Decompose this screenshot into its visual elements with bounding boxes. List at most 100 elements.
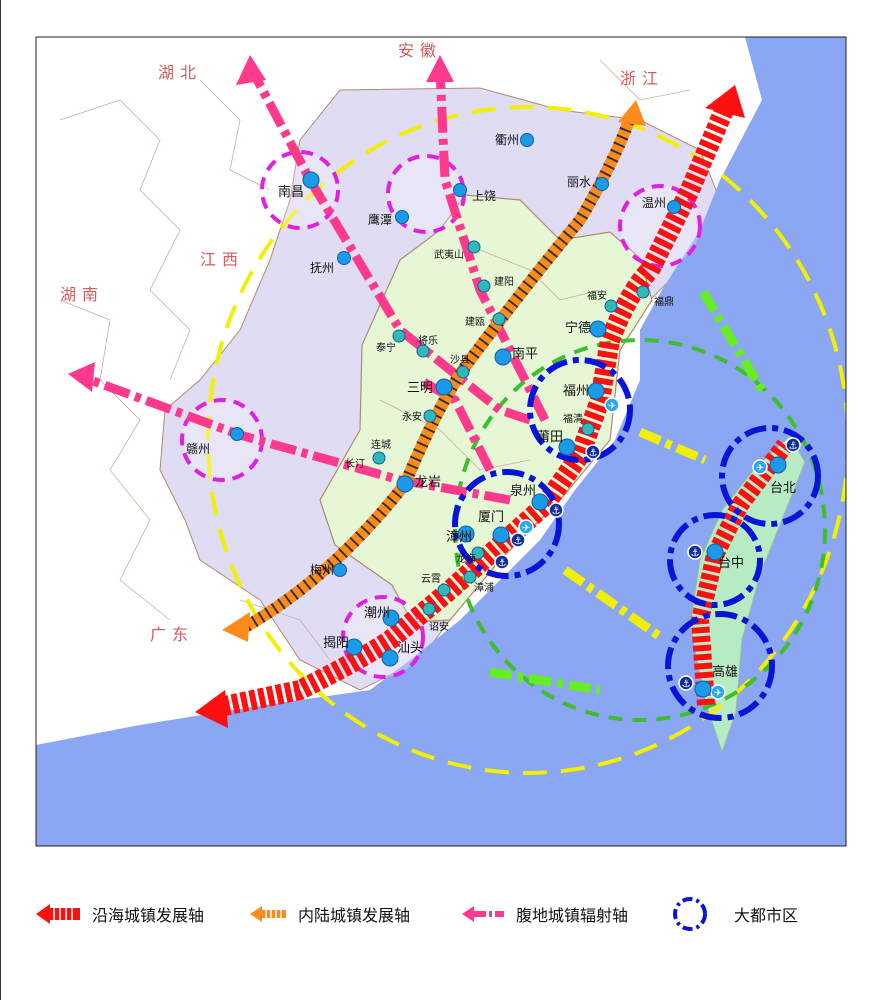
city-dot [302,171,320,189]
inland-arrowhead-ne [618,100,646,126]
legend-coastal: 沿海城镇发展轴 [34,896,204,932]
coastal-arrowhead-sw [195,690,228,728]
city-label: 温州 [642,196,666,210]
province-label: 浙江 [620,69,664,88]
city-dot [706,543,724,561]
legend: 沿海城镇发展轴 内陆城镇发展轴 腹地城镇辐射轴 大都市区 [0,896,894,932]
city-label: 武夷山 [434,248,464,261]
city-label: 三明 [407,381,433,396]
port-anchor-icon [785,437,801,453]
city-dot [531,493,549,511]
city-label: 梅州 [310,562,334,577]
city-dot [457,525,475,543]
legend-metro-label: 大都市区 [734,906,799,925]
city-label: 龙海 [456,552,476,565]
city-dot [416,344,430,358]
coastal-axis-icon [36,904,80,924]
plane-glyph-icon: ✈ [608,401,616,412]
radial-arrowheads [68,55,454,392]
city-dot [604,299,618,313]
city-dot [494,348,512,366]
city-label: 漳州 [446,529,472,545]
city-label: 建阳 [494,275,514,288]
port-anchor-icon [548,502,564,518]
province-label: 湖南 [60,285,104,304]
taipei-metro [719,425,821,527]
city-label: 台中 [718,556,744,571]
kaohsiung-metro [665,611,775,721]
city-label: 鹰潭 [368,212,392,227]
city-label: 泰宁 [376,341,396,354]
city-dot [456,365,470,379]
map-frame [35,36,847,847]
city-dot [422,602,436,616]
inland-axis-hatch [237,115,636,636]
anchor-glyph-icon: ⚓ [498,558,507,569]
port-anchor-icon [494,554,510,570]
outer-region-circle [206,105,846,775]
city-dot [345,638,363,656]
city-dot [558,438,576,456]
coastal-arrowhead-ne [705,85,745,118]
regional-map: ⚓✈⚓✈⚓⚓⚓✈⚓⚓✈ 南昌鹰潭上饶衢州丽水温州抚州武夷山建阳建瓯福安福鼎宁德泰… [35,36,847,847]
city-label: 连城 [371,438,391,451]
city-dot [396,475,414,493]
city-dot [667,200,681,214]
port-anchor-icon [687,544,703,560]
province-label: 安徽 [398,41,442,60]
city-dot [492,526,510,544]
city-dot [382,609,400,627]
nanchang-circle [260,150,340,230]
page-border [0,0,1,1000]
city-dot [694,680,712,698]
legend-inland-label: 内陆城镇发展轴 [298,906,411,925]
city-label: 赣州 [186,442,210,456]
city-label: 高雄 [712,664,738,680]
boundary-lines [59,59,691,661]
city-dot [463,570,477,584]
airport-icon [604,397,620,413]
anchor-glyph-icon: ⚓ [514,536,523,547]
province-label: 江西 [200,250,244,269]
city-label: 南昌 [278,184,304,200]
airport-icon [518,519,534,535]
city-dot [477,279,491,293]
city-dot [337,251,351,265]
port-anchor-icon [585,444,601,460]
city-dot [423,409,437,423]
plane-glyph-icon: ✈ [522,523,530,534]
port-anchor-icon [678,675,694,691]
radial-axis-icon [462,906,504,922]
city-label: 云霄 [421,573,441,585]
anchor-glyph-icon: ⚓ [682,679,691,690]
city-dot [587,382,605,400]
province-label: 湖北 [158,63,202,82]
city-label: 永安 [402,410,422,423]
city-label: 长汀 [345,458,365,470]
airport-icon [710,684,726,700]
city-dot [437,583,451,597]
legend-inland: 内陆城镇发展轴 [248,896,410,932]
city-label: 衢州 [495,133,519,147]
city-dot [395,210,409,224]
legend-radial-label: 腹地城镇辐射轴 [516,906,629,925]
city-label: 潮州 [364,606,390,621]
city-label: 将乐 [418,335,438,347]
legend-coastal-label: 沿海城镇发展轴 [92,906,205,925]
legend-metro: 大都市区 [670,896,798,932]
city-label: 福鼎 [654,295,674,308]
fuzhou-metro [527,357,633,463]
city-dot [471,546,485,560]
city-label: 汕头 [397,641,423,656]
coastal-axis [212,104,735,718]
city-dot [769,456,787,474]
metro-circle-icon [673,897,707,931]
city-label: 福安 [587,289,607,302]
anchor-glyph-icon: ⚓ [552,506,561,517]
city-label: 上饶 [472,189,496,203]
city-dot [520,133,534,147]
city-label: 诏安 [429,620,449,633]
radial-axes [83,67,550,505]
city-label: 台北 [770,481,796,496]
